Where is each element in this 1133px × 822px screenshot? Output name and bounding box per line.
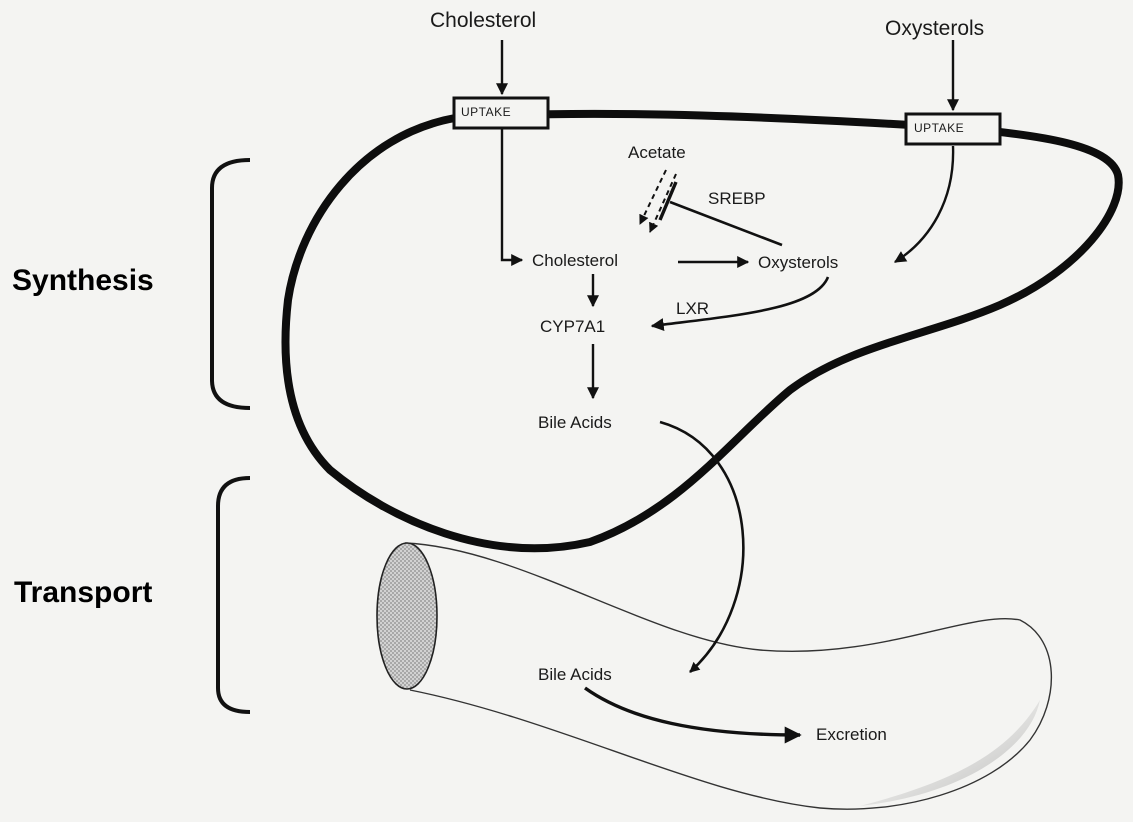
label-cholesterol-inner: Cholesterol bbox=[532, 252, 618, 269]
liver-outline bbox=[285, 114, 1118, 548]
label-excretion: Excretion bbox=[816, 726, 887, 743]
intestine-tube bbox=[405, 543, 1051, 809]
intestine-opening bbox=[377, 543, 437, 689]
intestine-tail-shading bbox=[860, 700, 1040, 806]
arrow-uptake-to-oxysterols bbox=[895, 146, 953, 262]
srebp-inhibition-line bbox=[670, 202, 782, 245]
label-lxr: LXR bbox=[676, 300, 709, 317]
label-srebp: SREBP bbox=[708, 190, 766, 207]
arrow-uptake-to-cholesterol bbox=[502, 128, 522, 260]
label-cyp7a1: CYP7A1 bbox=[540, 318, 605, 335]
synthesis-bracket bbox=[212, 160, 250, 408]
label-cholesterol-top: Cholesterol bbox=[430, 10, 536, 31]
section-title-transport: Transport bbox=[14, 578, 152, 608]
transport-bracket bbox=[218, 478, 250, 712]
label-bile-acids-liver: Bile Acids bbox=[538, 414, 612, 431]
label-oxysterols-top: Oxysterols bbox=[885, 18, 984, 39]
label-acetate: Acetate bbox=[628, 144, 686, 161]
label-uptake-right: UPTAKE bbox=[914, 122, 964, 134]
section-title-synthesis: Synthesis bbox=[12, 266, 154, 296]
arrow-bile-acids-to-intestine bbox=[660, 422, 743, 672]
label-oxysterols-inner: Oxysterols bbox=[758, 254, 838, 271]
label-uptake-left: UPTAKE bbox=[461, 106, 511, 118]
srebp-inhibition-bar bbox=[660, 182, 676, 220]
arrow-bile-acids-to-excretion bbox=[585, 688, 800, 735]
label-bile-acids-intestine: Bile Acids bbox=[538, 666, 612, 683]
